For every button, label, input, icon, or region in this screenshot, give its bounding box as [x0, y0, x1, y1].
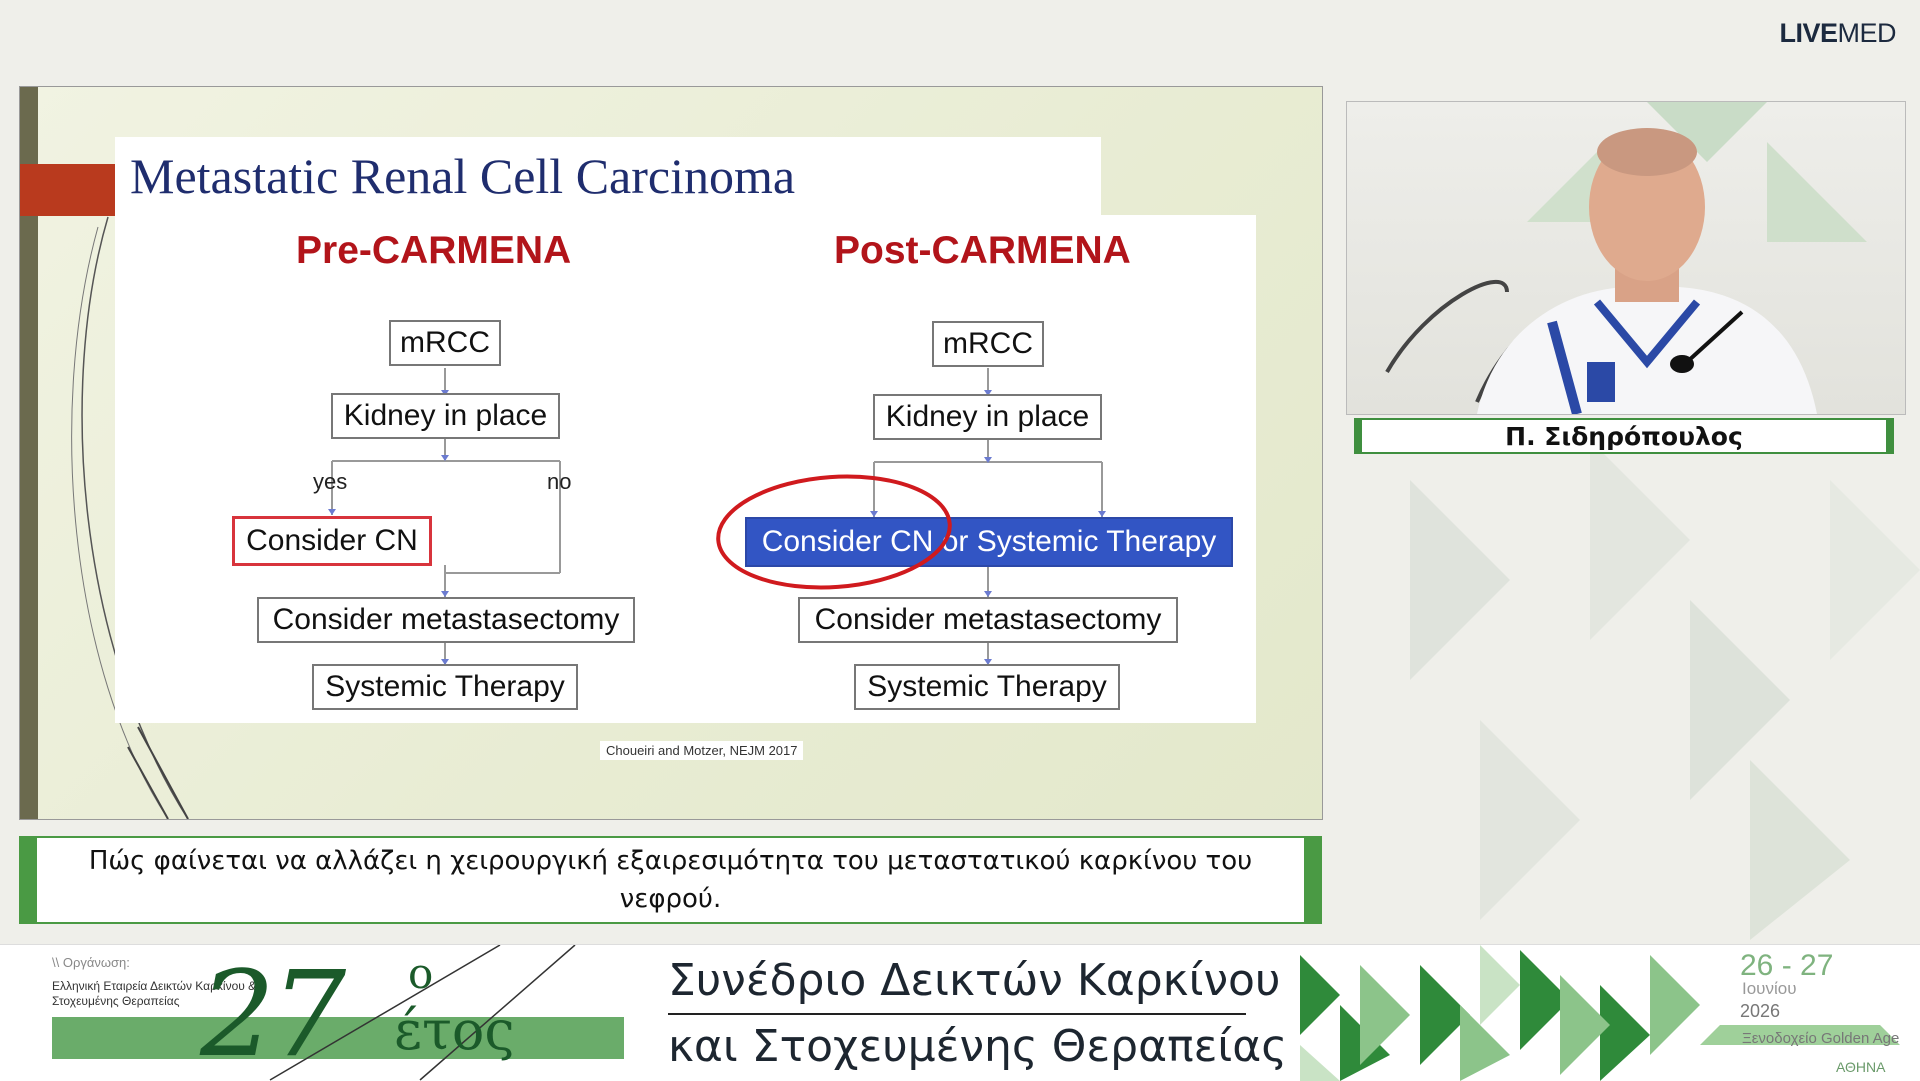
livemed-logo: LIVEMED	[1779, 18, 1896, 48]
background-pattern	[1410, 440, 1920, 940]
left-yes-label: yes	[313, 469, 348, 494]
post-carmena-heading: Post-CARMENA	[834, 229, 1131, 272]
event-title-divider	[668, 1013, 1246, 1015]
caption-box: Πώς φαίνεται να αλλάζει η χειρουργική εξ…	[19, 836, 1322, 924]
slide-left-bar	[20, 87, 38, 819]
right-mrcc-box: mRCC	[932, 321, 1044, 367]
event-year: 2026	[1740, 1001, 1781, 1021]
presentation-slide: Metastatic Renal Cell Carcinoma Pre-CARM…	[19, 86, 1323, 820]
left-consider-cn-box: Consider CN	[232, 516, 432, 566]
speaker-video-frame	[1385, 102, 1867, 414]
left-metastasectomy-box: Consider metastasectomy	[257, 597, 635, 643]
edition-ordinal: ο	[408, 949, 434, 998]
slide-title-box	[115, 137, 1101, 219]
slide-red-accent	[20, 164, 116, 216]
right-systemic-box: Systemic Therapy	[854, 664, 1120, 710]
pre-carmena-heading: Pre-CARMENA	[296, 229, 572, 272]
caption-text: Πώς φαίνεται να αλλάζει η χειρουργική εξ…	[88, 846, 1253, 914]
event-title-line2: και Στοχευμένης Θεραπείας	[668, 1021, 1288, 1072]
right-kidney-box: Kidney in place	[873, 394, 1102, 440]
event-month: Ιουνίου	[1742, 979, 1797, 998]
slide-citation: Choueiri and Motzer, NEJM 2017	[600, 741, 804, 760]
flowchart-connectors	[328, 368, 1106, 665]
left-mrcc-box: mRCC	[389, 320, 501, 366]
organizer-name: Ελληνική Εταιρεία Δεικτών Καρκίνου & Στο…	[52, 979, 257, 1008]
edition-word: έτος	[394, 999, 515, 1062]
slide-title: Metastatic Renal Cell Carcinoma	[130, 148, 796, 204]
right-consider-cn-systemic-box: Consider CN or Systemic Therapy	[745, 517, 1233, 567]
right-metastasectomy-box: Consider metastasectomy	[798, 597, 1178, 643]
left-no-label: no	[547, 469, 572, 494]
speaker-video	[1346, 101, 1906, 415]
speaker-name-bar: Π. Σιδηρόπουλος	[1354, 418, 1894, 454]
organizer-label: \\ Οργάνωση:	[52, 955, 130, 970]
left-systemic-box: Systemic Therapy	[312, 664, 578, 710]
event-title-line1: Συνέδριο Δεικτών Καρκίνου	[668, 955, 1281, 1006]
event-venue: Ξενοδοχείο Golden Age	[1742, 1030, 1900, 1047]
event-days: 26 - 27	[1740, 949, 1834, 982]
banner-decor	[269, 945, 1900, 1081]
banner-green-bar	[52, 1017, 624, 1059]
edition-number: 27	[200, 945, 346, 1081]
event-city: ΑΘΗΝΑ	[1836, 1059, 1886, 1075]
red-annotation-circle	[716, 474, 952, 590]
slide-decor-lines	[71, 216, 189, 819]
left-kidney-box: Kidney in place	[331, 393, 560, 439]
event-banner: \\ Οργάνωση: Ελληνική Εταιρεία Δεικτών Κ…	[0, 944, 1920, 1081]
